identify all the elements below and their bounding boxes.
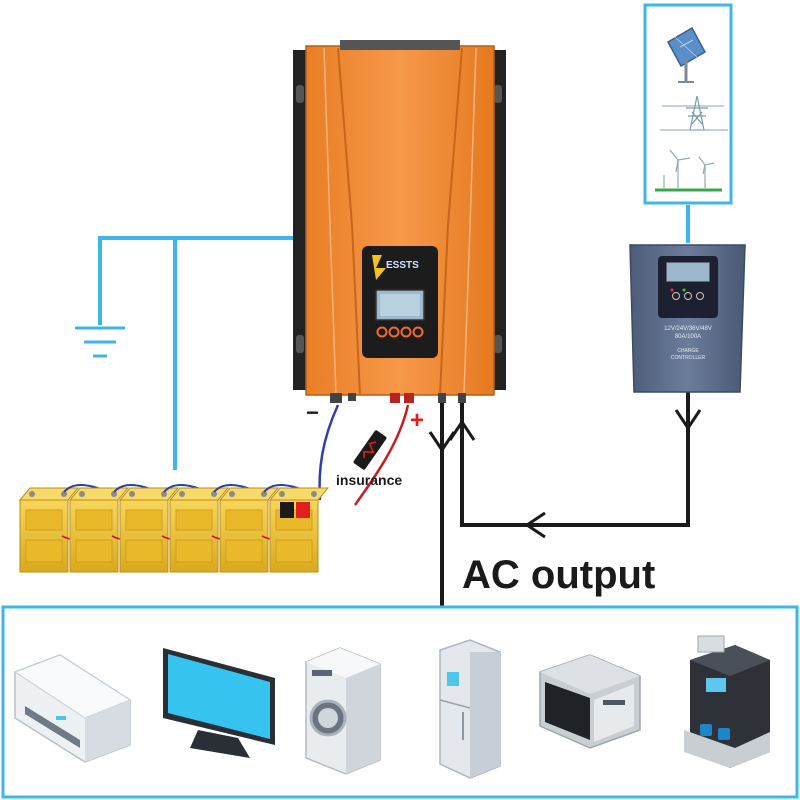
battery-bank [18,484,330,573]
ground-wire [98,236,305,325]
appliances-panel [1,605,799,799]
inverter-brand: ESSTS [386,260,419,271]
controller-to-inverter-wire [460,390,690,527]
battery-unit [68,487,130,573]
battery-unit [18,487,80,573]
air-conditioner-icon [13,654,132,763]
fuse: insurance [336,430,402,488]
tv-icon [163,648,275,758]
negative-terminal-label: − [306,400,319,425]
battery-unit [118,487,180,573]
energy-sources-panel [643,3,733,205]
main-battery-terminals [280,502,310,518]
wind-turbine-icon [663,149,715,188]
inverter: ESSTS − + [293,40,506,434]
controller-buttons [672,292,704,300]
wiring [75,205,702,608]
power-grid-icon [660,95,728,131]
controller-name-line-1: CHARGE [677,348,699,354]
inverter-buttons [376,326,424,338]
microwave-icon [539,654,641,749]
fuse-label: insurance [336,472,402,488]
positive-terminal-label: + [410,407,424,434]
battery-unit [218,487,280,573]
controller-spec-line-1: 12V/24V/36V/48V [664,326,712,332]
battery-unit [168,487,230,573]
ground-icon [75,326,125,358]
solar-panel-icon [666,26,707,83]
battery-unit [268,487,330,573]
controller-spec-line-2: 80A/100A [675,334,701,340]
charge-controller: 12V/24V/36V/48V 80A/100A CHARGE CONTROLL… [629,244,746,393]
inverter-terminals [330,393,466,403]
ac-down-arrow-icon [428,431,456,453]
left-arrow-icon [524,511,546,539]
ac-output-label: AC output [462,553,655,597]
refrigerator-icon [439,639,501,779]
washing-machine-icon [305,647,381,775]
controller-name-line-2: CONTROLLER [671,355,706,361]
down-arrow-icon [674,409,702,431]
positive-cable [353,404,410,506]
brand-logo-icon [372,255,386,280]
coffee-machine-icon [684,635,770,768]
controller-lcd-screen [665,261,711,283]
